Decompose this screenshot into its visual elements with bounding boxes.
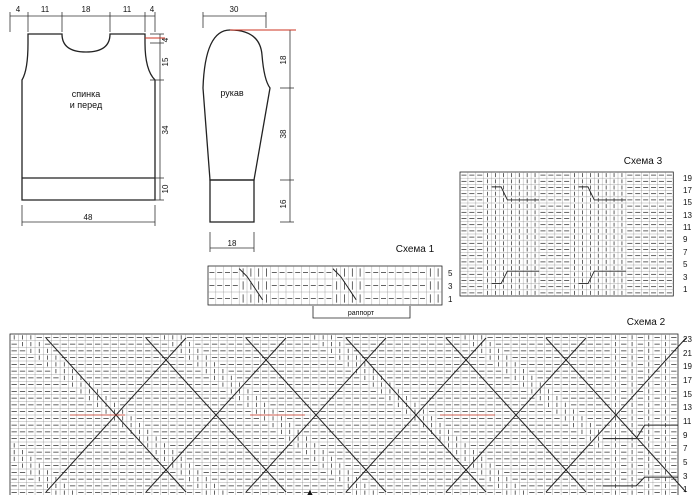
schema2-row-number: 11 <box>683 417 692 426</box>
dim-sleeve-cuff-width: 18 <box>228 239 237 248</box>
schema2-row-number: 1 <box>683 485 688 494</box>
cable-cross-line <box>491 186 539 201</box>
cable-cross-line <box>602 476 678 487</box>
cable-diagonal-line <box>445 337 587 493</box>
cable-cross-line <box>332 268 357 301</box>
schema2-row-number: 19 <box>683 362 692 371</box>
schema3-row-numbers: 19 17 15 13 11 9 7 5 3 1 <box>683 174 692 294</box>
schema3-row-number: 7 <box>683 248 688 257</box>
cable-diagonal-line <box>145 337 287 493</box>
schema3-row-number: 5 <box>683 260 688 269</box>
sleeve-label: рукав <box>220 88 244 98</box>
dim-body-side: 34 <box>161 125 170 134</box>
schema3-title: Схема 3 <box>624 156 663 167</box>
schema3-row-number: 1 <box>683 285 688 294</box>
dim-body-top-right: 4 <box>150 5 155 14</box>
schema1-title: Схема 1 <box>396 244 435 255</box>
cable-cross-line <box>238 268 264 301</box>
body-dimension-lines <box>9 12 164 226</box>
sleeve-pattern-piece <box>202 29 271 223</box>
schema2-grid <box>9 333 687 495</box>
schema2-title: Схема 2 <box>627 317 666 328</box>
schema1-row-number: 1 <box>448 295 453 304</box>
schema2-row-number: 7 <box>683 444 688 453</box>
schema2-row-number: 5 <box>683 458 688 467</box>
schema2-row-number: 23 <box>683 335 692 344</box>
cable-diagonal-line <box>545 337 687 493</box>
schema1-grid <box>207 265 443 306</box>
schema1-repeat-label: раппорт <box>348 310 375 317</box>
body-label-line1: спинка <box>72 89 101 99</box>
cable-cross-line <box>578 186 626 201</box>
cable-cross-line <box>491 270 539 285</box>
schema3-row-number: 15 <box>683 198 692 207</box>
cable-cross-line <box>578 270 626 285</box>
dim-sleeve-cuff: 16 <box>279 199 288 208</box>
schema2-row-number: 3 <box>683 472 688 481</box>
schema1-repeat-bracket <box>312 306 411 319</box>
dim-sleeve-length: 38 <box>279 129 288 138</box>
schema2-row-number: 17 <box>683 376 692 385</box>
schema3-row-number: 3 <box>683 273 688 282</box>
schema1-row-number: 3 <box>448 282 453 291</box>
cable-diagonal-line <box>245 337 387 493</box>
dim-body-top-left: 4 <box>16 5 21 14</box>
dim-body-neck-depth: 4 <box>161 37 170 42</box>
schema2-row-numbers: 23 21 19 17 15 13 11 9 7 5 3 1 <box>683 335 692 494</box>
dim-body-neck: 18 <box>82 5 91 14</box>
dim-sleeve-top-width: 30 <box>230 5 239 14</box>
schema2-row-number: 13 <box>683 403 692 412</box>
schema1-row-numbers: 5 3 1 <box>448 269 453 304</box>
dim-body-shoulder-right: 11 <box>123 5 132 14</box>
schema3-row-number: 17 <box>683 186 692 195</box>
schema2-row-number: 15 <box>683 390 692 399</box>
schema2-row-number: 21 <box>683 349 692 358</box>
schema3-row-number: 9 <box>683 235 688 244</box>
schema3-row-number: 13 <box>683 211 692 220</box>
dim-sleeve-cap: 18 <box>279 55 288 64</box>
dim-body-rib: 10 <box>161 184 170 193</box>
body-label-line2: и перед <box>70 100 103 110</box>
schema3-grid <box>459 171 674 297</box>
body-pattern-piece <box>21 33 156 201</box>
dim-body-width: 48 <box>84 213 93 222</box>
center-marker-icon: ▲ <box>306 487 315 495</box>
cable-diagonal-line <box>345 337 487 493</box>
dim-body-shoulder-left: 11 <box>41 5 50 14</box>
schema2-row-number: 9 <box>683 431 688 440</box>
dim-body-armhole: 15 <box>161 57 170 66</box>
schema3-row-number: 11 <box>683 223 692 232</box>
schema1-row-number: 5 <box>448 269 453 278</box>
schema3-row-number: 19 <box>683 174 692 183</box>
cable-cross-line <box>602 424 678 440</box>
